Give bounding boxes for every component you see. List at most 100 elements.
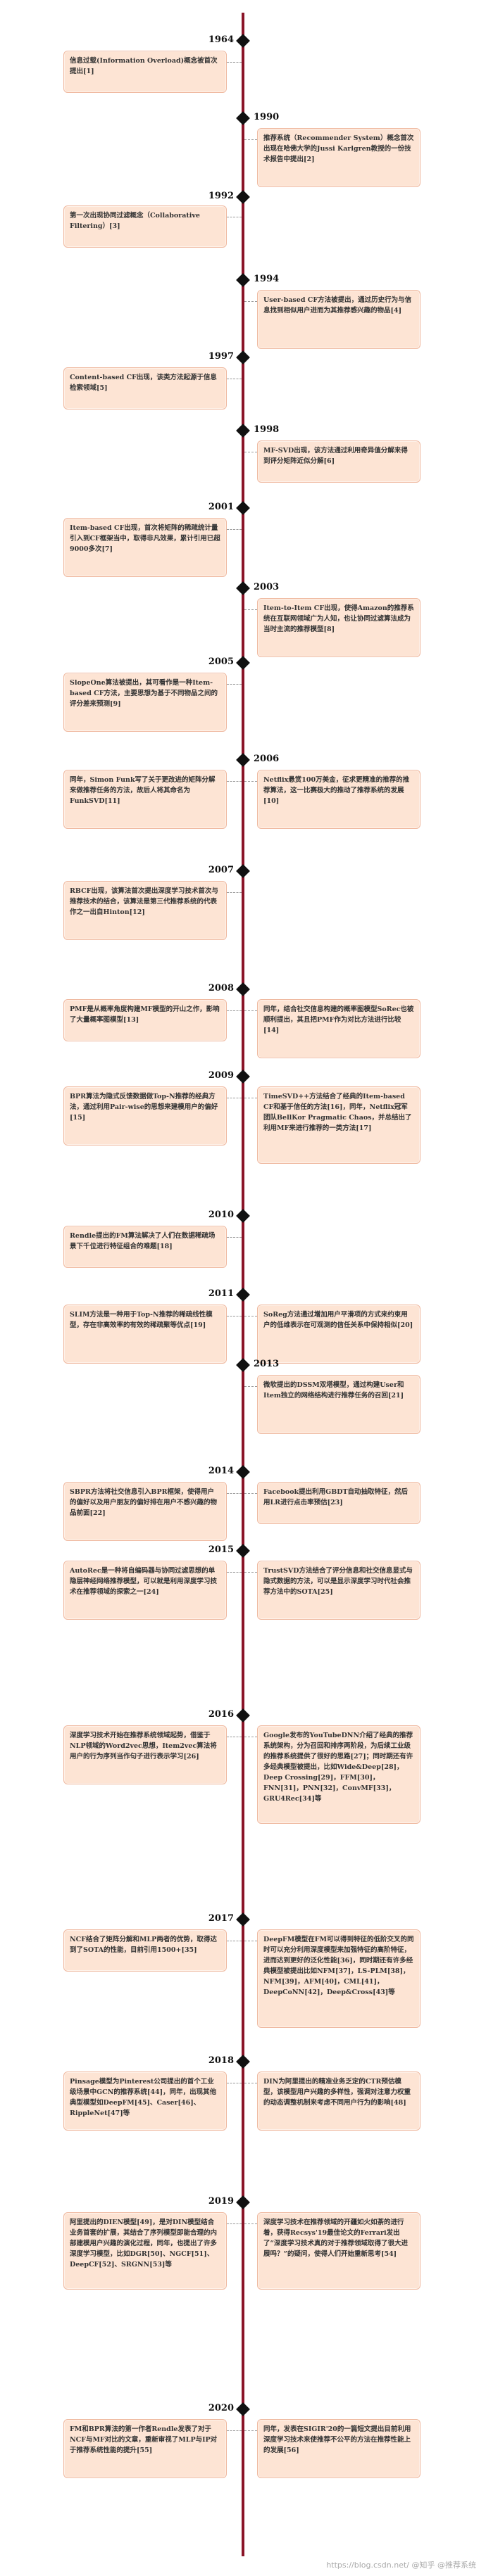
event-card-2010: Rendle提出的FM算法解决了人们在数据稀疏场景下千位进行特征组合的难题[18…	[63, 1226, 227, 1268]
year-label-2017: 2017	[208, 1913, 234, 1924]
year-label-2019: 2019	[208, 2196, 234, 2207]
year-label-2010: 2010	[208, 1210, 234, 1220]
connector-line	[227, 62, 242, 63]
year-label-2013: 2013	[254, 1359, 280, 1369]
timeline-node-1990	[236, 111, 250, 125]
event-card-2011: SoReg方法通过增加用户平滑项的方式来约束用户的低维表示在可观测的信任关系中保…	[257, 1305, 420, 1364]
timeline-node-2017	[236, 1912, 250, 1927]
timeline-node-2005	[236, 656, 250, 670]
event-card-2014: SBPR方法将社交信息引入BPR框架，使得用户的偏好以及用户朋友的偏好排在用户不…	[63, 1482, 227, 1541]
year-label-2009: 2009	[208, 1070, 234, 1081]
event-card-1998: MF-SVD出现，该方法通过利用奇异值分解来得到评分矩阵近似分解[6]	[257, 440, 420, 483]
year-label-2008: 2008	[208, 983, 234, 994]
timeline-axis	[242, 13, 244, 2556]
connector-line	[244, 609, 257, 610]
event-card-2003: Item-to-Item CF出现，使得Amazon的推荐系统在互联网领域广为人…	[257, 598, 420, 657]
timeline-node-2007	[236, 864, 250, 878]
connector-line	[244, 1493, 257, 1494]
year-label-2020: 2020	[208, 2403, 234, 2413]
connector-line	[227, 1493, 242, 1494]
year-label-2015: 2015	[208, 1544, 234, 1555]
year-label-1964: 1964	[208, 34, 234, 45]
event-card-2009: BPR算法为隐式反馈数据做Top-N推荐的经典方法，通过利用Pair-wise的…	[63, 1086, 227, 1146]
connector-line	[227, 892, 242, 893]
connector-line	[227, 1572, 242, 1573]
connector-line	[244, 301, 257, 302]
year-label-1998: 1998	[254, 424, 280, 435]
event-card-2018: DIN为阿里提出的精准业务乏定的CTR预估模型，该模型用户兴趣的多样性，强调对注…	[257, 2071, 420, 2131]
event-card-2015: TrustSVD方法结合了评分信息和社交信息显式与隐式数据的方法，可以是显示深度…	[257, 1561, 420, 1620]
event-card-2011: SLIM方法是一种用于Top-N推荐的稀疏线性模型，存在非高效率的有效的稀疏聚等…	[63, 1305, 227, 1364]
timeline-node-2010	[236, 1209, 250, 1223]
timeline-node-1997	[236, 350, 250, 364]
connector-line	[244, 2430, 257, 2431]
connector-line	[244, 1010, 257, 1011]
event-card-2013: 微软提出的DSSM双塔模型，通过构建User和Item独立的网络结构进行推荐任务…	[257, 1375, 420, 1434]
event-card-2001: Item-based CF出现，首次将矩阵的稀疏统计量引入到CF框架当中，取得非…	[63, 518, 227, 577]
year-label-1990: 1990	[254, 112, 280, 122]
timeline-node-1964	[236, 34, 250, 48]
event-card-1997: Content-based CF出现，该类方法起源于信息检索领域[5]	[63, 367, 227, 410]
year-label-2001: 2001	[208, 502, 234, 512]
timeline-node-2001	[236, 501, 250, 515]
timeline-node-2011	[236, 1288, 250, 1302]
event-card-2016: 深度学习技术开始在推荐系统领域起势，借鉴于NLP领域的Word2vec思想，It…	[63, 1725, 227, 1784]
event-card-2019: 深度学习技术在推荐领域的开疆如火如荼的进行着，获得Recsys'19最佳论文的F…	[257, 2212, 420, 2290]
event-card-2017: DeepFM模型在FM可以得到特征的低阶交叉的同时可以充分利用深度模型来加强特征…	[257, 1929, 420, 2028]
event-card-2015: AutoRec是一种将自编码器与协同过滤思想的单隐层神经网络推荐模型，可以就是利…	[63, 1561, 227, 1620]
year-label-2007: 2007	[208, 865, 234, 875]
event-card-2019: 阿里提出的DIEN模型[49]，是对DIN模型结合业务首套的扩展，其结合了序列模…	[63, 2212, 227, 2290]
timeline-node-1994	[236, 273, 250, 287]
connector-line	[227, 1010, 242, 1011]
event-card-2007: RBCF出现，该算法首次提出深度学习技术首次与推荐技术的结合，该算法是第三代推荐…	[63, 881, 227, 940]
connector-line	[244, 2223, 257, 2224]
timeline-node-2014	[236, 1465, 250, 1479]
connector-line	[244, 1386, 257, 1387]
event-card-2020: 同年，发表在SIGIR'20的一篇短文提出目前利用深度学习技术来使推荐不公平的方…	[257, 2419, 420, 2478]
timeline-node-2019	[236, 2195, 250, 2209]
timeline-node-2020	[236, 2402, 250, 2416]
year-label-2003: 2003	[254, 582, 280, 592]
connector-line	[227, 2223, 242, 2224]
timeline-node-2009	[236, 1070, 250, 1084]
timeline-node-2015	[236, 1544, 250, 1558]
event-card-1964: 信息过载(Information Overload)概念被首次提出[1]	[63, 51, 227, 93]
timeline-node-1992	[236, 190, 250, 204]
event-card-2018: Pinsage模型为Pinterest公司提出的首个工业级场景中GCN的推荐系统…	[63, 2071, 227, 2131]
event-card-2016: Google发布的YouTubeDNN介绍了经典的推荐系统架构，分为召回和排序两…	[257, 1725, 420, 1824]
year-label-1994: 1994	[254, 274, 280, 284]
connector-line	[244, 139, 257, 140]
connector-line	[244, 1572, 257, 1573]
timeline-node-2018	[236, 2055, 250, 2069]
event-card-2020: FM和BPR算法的第一作者Rendle发表了对于NCF与MF对比的文章，重新审视…	[63, 2419, 227, 2478]
year-label-1997: 1997	[208, 351, 234, 362]
timeline-node-2016	[236, 1708, 250, 1722]
connector-line	[227, 529, 242, 530]
year-label-2014: 2014	[208, 1466, 234, 1476]
timeline-node-2003	[236, 581, 250, 595]
event-card-2006: Netflix悬赏100万美金，征求更精准的推荐的推荐算法，这一比赛极大的推动了…	[257, 770, 420, 829]
timeline-node-2013	[236, 1358, 250, 1372]
year-label-2006: 2006	[254, 754, 280, 764]
event-card-1994: User-based CF方法被提出，通过历史行为与信息找到相似用户进而为其推荐…	[257, 290, 420, 349]
connector-line	[227, 684, 242, 685]
connector-line	[227, 781, 242, 782]
event-card-2009: TimeSVD++方法结合了经典的Item-based CF和基于信任的方法[1…	[257, 1086, 420, 1164]
event-card-1992: 第一次出现协同过滤概念（Collaborative Filtering）[3]	[63, 205, 227, 248]
year-label-1992: 1992	[208, 191, 234, 201]
connector-line	[227, 2430, 242, 2431]
connector-line	[227, 1237, 242, 1238]
year-label-2018: 2018	[208, 2055, 234, 2066]
year-label-2016: 2016	[208, 1709, 234, 1720]
event-card-2008: PMF是从概率角度构建MF模型的开山之作，影响了大量概率图模型[13]	[63, 999, 227, 1041]
event-card-1990: 推荐系统（Recommender System）概念首次出现在哈佛大学的Juss…	[257, 128, 420, 187]
event-card-2005: SlopeOne算法被提出，其可看作是一种Item-based CF方法，主要思…	[63, 673, 227, 732]
event-card-2017: NCF结合了矩阵分解和MLP两者的优势，取得达到了SOTA的性能，目前引用150…	[63, 1929, 227, 1972]
event-card-2008: 同年，结合社交信息构建的概率图模型SoRec也被顺利提出，其且把PMF作为对比方…	[257, 999, 420, 1058]
year-label-2005: 2005	[208, 656, 234, 667]
timeline-node-2006	[236, 753, 250, 767]
connector-line	[244, 781, 257, 782]
timeline-node-2008	[236, 982, 250, 996]
watermark: https://blog.csdn.net/ @知乎 @推荐系统	[326, 2561, 476, 2570]
